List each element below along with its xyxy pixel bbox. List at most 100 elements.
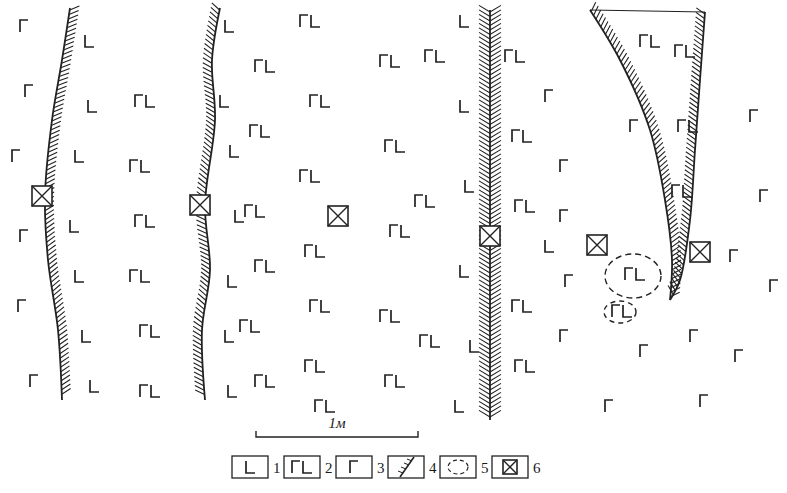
rock-symbol — [415, 195, 435, 207]
rock-symbol — [90, 380, 99, 392]
rock-symbol — [380, 55, 400, 67]
rock-symbol — [20, 20, 28, 32]
rock-symbol — [460, 265, 469, 277]
xenolith — [604, 254, 661, 323]
rock-symbol — [82, 330, 91, 342]
rock-symbol — [678, 120, 698, 132]
rock-symbol — [390, 225, 410, 237]
rock-symbol — [140, 385, 160, 397]
rock-symbol — [130, 270, 150, 282]
rock-symbol — [460, 100, 469, 112]
hatching — [479, 5, 501, 417]
rock-symbol — [70, 220, 79, 232]
scale-bar — [256, 431, 418, 437]
rock-symbol — [505, 50, 525, 62]
rock-symbol — [470, 340, 479, 352]
rock-symbol — [255, 60, 275, 72]
contact-line — [479, 5, 501, 420]
rock-symbol — [515, 200, 535, 212]
rock-symbol — [560, 210, 568, 222]
rock-symbol — [675, 45, 695, 57]
rock-symbol — [760, 190, 768, 202]
rock-symbol — [420, 335, 440, 347]
rock-symbol — [630, 120, 638, 132]
legend-number: 4 — [429, 461, 437, 476]
rock-symbol — [310, 300, 330, 312]
rock-symbol — [750, 110, 758, 122]
rock-symbol — [240, 320, 260, 332]
rock-symbol — [255, 260, 275, 272]
rock-symbol — [292, 461, 312, 473]
scale-label: 1м — [328, 416, 345, 431]
rock-symbol — [565, 275, 573, 287]
rock-symbol — [25, 85, 33, 97]
rock-symbol — [20, 230, 28, 242]
sample-point — [480, 226, 500, 246]
rock-symbol — [385, 375, 405, 387]
sample-point — [32, 186, 52, 206]
rock-symbol — [18, 300, 26, 312]
rock-symbol — [135, 215, 155, 227]
rock-symbol — [735, 350, 743, 362]
rock-symbol — [545, 90, 553, 102]
rock-symbol — [75, 270, 84, 282]
rock-symbol — [350, 461, 358, 473]
rock-symbol — [512, 130, 532, 142]
rock-symbol — [640, 345, 648, 357]
legend-number: 2 — [325, 461, 333, 476]
rock-symbol — [88, 100, 97, 112]
sample-point — [328, 206, 348, 226]
rock-symbol — [690, 330, 698, 342]
rock-symbol — [770, 280, 778, 292]
legend-number: 3 — [377, 461, 385, 476]
rock-symbol — [730, 250, 738, 262]
rock-symbol — [75, 150, 84, 162]
rock-symbol — [305, 360, 325, 372]
rock-symbol — [250, 125, 270, 137]
rock-symbol — [305, 245, 325, 257]
rock-symbol — [246, 461, 255, 473]
rock-symbol — [245, 205, 265, 217]
rock-symbols — [12, 15, 778, 412]
rock-symbol — [605, 400, 613, 412]
legend-number: 1 — [273, 461, 281, 476]
rock-symbol — [560, 330, 568, 342]
rock-symbol — [465, 180, 474, 192]
rock-symbol — [425, 50, 445, 62]
rock-symbol — [130, 160, 150, 172]
rock-symbol — [612, 305, 632, 317]
sample-point — [587, 235, 607, 255]
rock-symbol — [228, 275, 237, 287]
legend-number: 5 — [481, 461, 489, 476]
rock-symbol — [310, 95, 330, 107]
rock-symbol — [140, 325, 160, 337]
sample-point — [503, 460, 517, 474]
rock-symbol — [515, 360, 535, 372]
sample-point — [190, 195, 210, 215]
rock-symbol — [85, 35, 94, 47]
rock-symbol — [230, 145, 239, 157]
rock-symbol — [380, 310, 400, 322]
rock-symbol — [560, 160, 568, 172]
rock-symbol — [228, 385, 237, 397]
sample-points — [32, 186, 710, 262]
rock-symbol — [235, 210, 244, 222]
legend-number: 6 — [533, 461, 541, 476]
rock-symbol — [300, 170, 320, 182]
rock-symbol — [30, 375, 38, 387]
rock-symbol — [512, 300, 532, 312]
rock-symbol — [135, 95, 155, 107]
rock-symbol — [460, 15, 469, 27]
rock-symbol — [255, 375, 275, 387]
rock-symbol — [700, 395, 708, 407]
rock-symbol — [220, 95, 229, 107]
rock-symbol — [225, 20, 234, 32]
rock-symbol — [12, 150, 20, 162]
rock-symbol — [385, 140, 405, 152]
rock-symbol — [640, 35, 660, 47]
rock-symbol — [225, 330, 234, 342]
rock-symbol — [300, 15, 320, 27]
body-top — [590, 10, 705, 12]
